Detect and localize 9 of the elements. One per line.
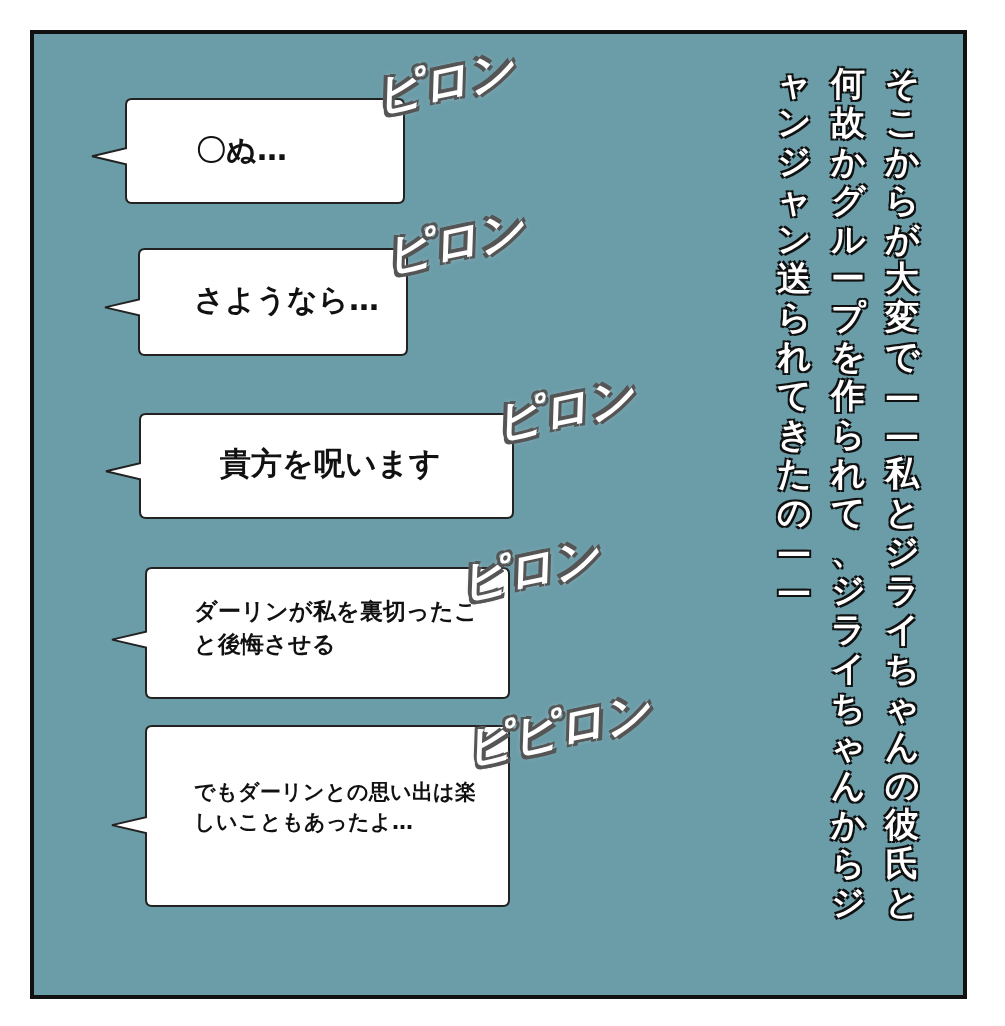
narration-text: そこからが大変で——私とジライちゃんの彼氏と何故かグループを作られて、ジライちゃんからジャンジャン送られてきたの—— <box>775 64 921 924</box>
speech-text: さようなら… <box>194 281 380 319</box>
sound-effect: ピピロン <box>459 682 657 777</box>
sound-effect: ピロン <box>489 366 640 453</box>
speech-text: でもダーリンとの思い出は楽しいこともあったよ… <box>194 779 477 837</box>
speech-text: 〇ぬ… <box>196 131 288 169</box>
speech-text: 貴方を呪います <box>220 444 442 483</box>
sound-effect: ピロン <box>369 39 520 126</box>
sound-effect: ピロン <box>379 199 530 286</box>
